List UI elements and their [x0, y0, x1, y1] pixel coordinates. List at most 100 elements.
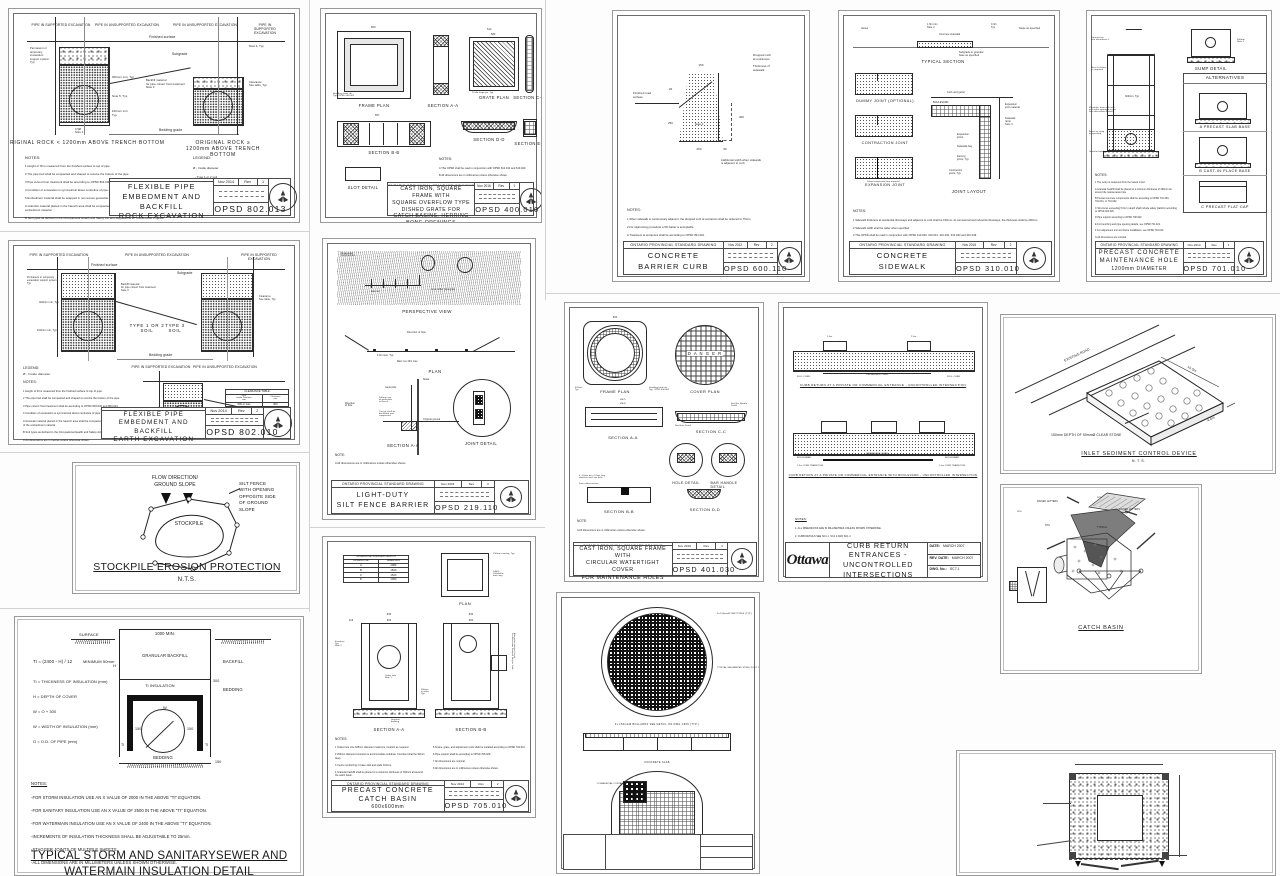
- drawing-number: OPSD 400.010: [475, 205, 540, 214]
- rev-number: 1: [1227, 243, 1230, 247]
- bedding-grade-line: [109, 134, 239, 135]
- callout-backfill: Backfill material for pipe culvert frost…: [121, 283, 156, 293]
- inlet-pipe-icon: [1009, 581, 1018, 591]
- panel-opsd-219-110[interactable]: Area under construction Area under prote…: [322, 238, 536, 520]
- panel-opsd-705-010[interactable]: ALTERNATIVE STANDARD HEIGHTS ALTERNATIVE…: [322, 536, 536, 818]
- title-block[interactable]: ONTARIO PROVINCIAL STANDARD DRAWING CAST…: [573, 542, 757, 581]
- callout: 300mm min, Typ: [39, 301, 59, 304]
- callout: Dummy joints, Typ: [957, 155, 969, 161]
- callout-clearance: Clearance See table, Typ: [249, 81, 267, 87]
- definition-item: W = WIDTH OF INSULATION (mm): [33, 723, 98, 729]
- section-cc-ribs: [677, 413, 745, 421]
- title-block[interactable]: ONTARIO PROVINCIAL STANDARD DRAWING LIGH…: [331, 480, 529, 514]
- ottawa-logo: [564, 835, 607, 869]
- curb-return-arc: [999, 97, 1000, 179]
- callout: See Bar Handle Detail: [731, 403, 748, 407]
- section-aa-hatch-top: [433, 35, 449, 47]
- title-line: EMBEDMENT AND BACKFILL: [122, 191, 202, 211]
- panel-opsd-802-010[interactable]: PIPE IN SUPPORTED EXCAVATION PIPE IN UNS…: [8, 240, 300, 445]
- title-block[interactable]: ONTARIO PROVINCIAL STANDARD DRAWING PREC…: [1095, 241, 1264, 275]
- dim-label-H: H: [113, 663, 116, 668]
- panel-ottawa-s28-1[interactable]: 3x 150mmØ VENT PIPES (TYP.) TYPICAL GALV…: [556, 592, 760, 874]
- leader-line: [1169, 855, 1187, 856]
- section-bb: [337, 121, 431, 147]
- callout: Area under protection: [431, 289, 456, 291]
- granular-bedding-bb: [435, 709, 507, 718]
- entrance-5: [919, 421, 945, 433]
- drawing-title: PRECAST CONCRETE MAINTENANCE HOLE 1200mm…: [1096, 249, 1183, 274]
- curb-gutter-line: [931, 97, 1013, 98]
- callout: 3.0m max, Typ: [377, 355, 394, 357]
- title-mid: Nov 2014 Rev 1 OPSD 802.013: [214, 179, 285, 215]
- panel-mud-mat[interactable]: EXISTING ROAD 15.0m 4.0m 150mm DEPTH OF …: [1000, 314, 1276, 474]
- callout: Curb and gutter: [947, 91, 966, 94]
- panel-opsd-802-013[interactable]: PIPE IN SUPPORTED EXCAVATION PIPE IN UNS…: [8, 8, 300, 223]
- title-block[interactable]: ONTARIO PROVINCIAL STANDARD DRAWING CONC…: [623, 241, 802, 275]
- callout-dropped-curb: Dropped curb at entrances: [753, 53, 772, 61]
- entrance-1: [823, 341, 847, 351]
- view-caption: ORIGINAL ROCK ≥ 1200mm ABOVE TRENCH BOTT…: [185, 140, 261, 158]
- panel-ottawa-sc7-1[interactable]: DEPRESSED CURB FULL CURB FULL CURB 2.0m …: [778, 302, 988, 582]
- note-item: 3 This OPSD shall be read in conjunction…: [853, 234, 977, 238]
- panel-inlet-sediment[interactable]: RAISED LETTERS RAISED LETTERS NTS NTS NT…: [1000, 484, 1202, 674]
- alt-b-bedding: [1195, 163, 1251, 168]
- callout: Expansion joints: [957, 133, 970, 139]
- dim-label: 612: [487, 28, 492, 31]
- ottawa-title-block[interactable]: [563, 834, 753, 870]
- title-block[interactable]: ONTARIO PROVINCIAL STANDARD DRAWING PREC…: [331, 780, 529, 812]
- table-header: Clearance mm: [261, 393, 290, 403]
- panel-opsd-400-010[interactable]: 600 FRAME PLAN Handling hook rib, Typ, O…: [320, 8, 542, 223]
- blank-lines: [475, 190, 519, 204]
- callout: Direction of flow: [407, 331, 426, 334]
- dim-label: 150: [698, 63, 704, 67]
- notes-block: A All dimensions are in millimetres unle…: [577, 525, 747, 536]
- view-caption: SECTION B-B: [455, 727, 487, 732]
- title-block[interactable]: ONTARIO PROVINCIAL STANDARD DRAWING FLEX…: [109, 178, 298, 220]
- panel-title-line2: WATERMAIN INSULATION DETAIL: [64, 865, 254, 876]
- view-caption: B CAST-IN-PLACE BASE: [1199, 169, 1251, 173]
- backfill-t4: [163, 383, 203, 401]
- panel-border: [327, 541, 531, 813]
- callout-note2: Note 2: [695, 123, 704, 126]
- view-caption: SECTION B-B: [604, 509, 634, 514]
- curb-face: [718, 73, 719, 141]
- dim-label: 150: [215, 760, 222, 764]
- sheet-divider: [545, 0, 546, 300]
- panel-opsd-600-110[interactable]: Finished road surface Dropped curb at en…: [612, 10, 810, 282]
- panel-commercial-container[interactable]: [956, 750, 1276, 876]
- org-name: ONTARIO PROVINCIAL STANDARD DRAWING: [574, 543, 672, 546]
- support-system-line: [57, 257, 58, 357]
- alt-b-base: [1199, 137, 1247, 163]
- callout: Alternative standard height See Alternat…: [511, 633, 515, 670]
- sump-pipe: [1205, 37, 1216, 48]
- callout: 5mm rubber washer: [579, 483, 599, 485]
- blank-lines: [214, 186, 269, 203]
- title-block[interactable]: ONTARIO PROVINCIAL STANDARD DRAWING CAST…: [387, 182, 541, 222]
- title-block[interactable]: ONTARIO PROVINCIAL STANDARD DRAWING CONC…: [849, 241, 1052, 275]
- panel-opsd-310-010[interactable]: Varies 1.5m min Note 2 0.3m Typ Slope as…: [838, 10, 1060, 282]
- section-cc-ribs: [526, 37, 533, 91]
- ontario-logo: [495, 481, 528, 513]
- curb-line-1: [793, 351, 975, 352]
- panel-insulation-detail[interactable]: SURFACE 1000 MIN. GRANULAR BACKFILL BACK…: [14, 616, 304, 876]
- note-item: 1. ALL DIMENSIONS ARE IN MILLIMETRES UNL…: [795, 527, 882, 531]
- callout-insulation: TI INSULATION: [145, 683, 175, 688]
- callout-note4: Note 4, Typ: [249, 45, 264, 48]
- mud-mat-isometric: [1014, 324, 1236, 446]
- ottawa-title-block[interactable]: Ottawa CURB RETURN ENTRANCES - UNCONTROL…: [785, 541, 981, 579]
- panel-stockpile-erosion[interactable]: FLOW DIRECTION/ GROUND SLOPE STOCKPILE S…: [72, 462, 300, 594]
- bedding-bottom: [119, 763, 211, 764]
- view-caption: CURB RETURN AT A PRIVATE OR COMMERCIAL E…: [788, 473, 978, 477]
- title-block[interactable]: ONTARIO PROVINCIAL STANDARD DRAWING FLEX…: [101, 407, 292, 443]
- drawing-number: OPSD 802.010: [206, 427, 279, 437]
- drawing-number: OPSD 310.010: [956, 264, 1021, 273]
- callout: 200mm min of geotextile in trench: [379, 397, 393, 403]
- callout-rebar: NTS: [1017, 511, 1022, 513]
- note-item: 2. CURB DETAILS SEE SC1.1, SC1.2 AND SC1…: [795, 535, 852, 539]
- callout: Tapered top See alternative C: [1091, 37, 1110, 41]
- panel-opsd-401-030[interactable]: 600 FRAME PLAN 670mm Typ Handling hook r…: [564, 302, 764, 582]
- cb-plan-inner: [447, 559, 483, 591]
- callout-finished-surface: Finished surface: [149, 35, 176, 39]
- view-caption: SECTION B-B: [368, 150, 400, 155]
- panel-opsd-701-010[interactable]: 300mm, Typ Tapered top See alternative C…: [1086, 10, 1272, 282]
